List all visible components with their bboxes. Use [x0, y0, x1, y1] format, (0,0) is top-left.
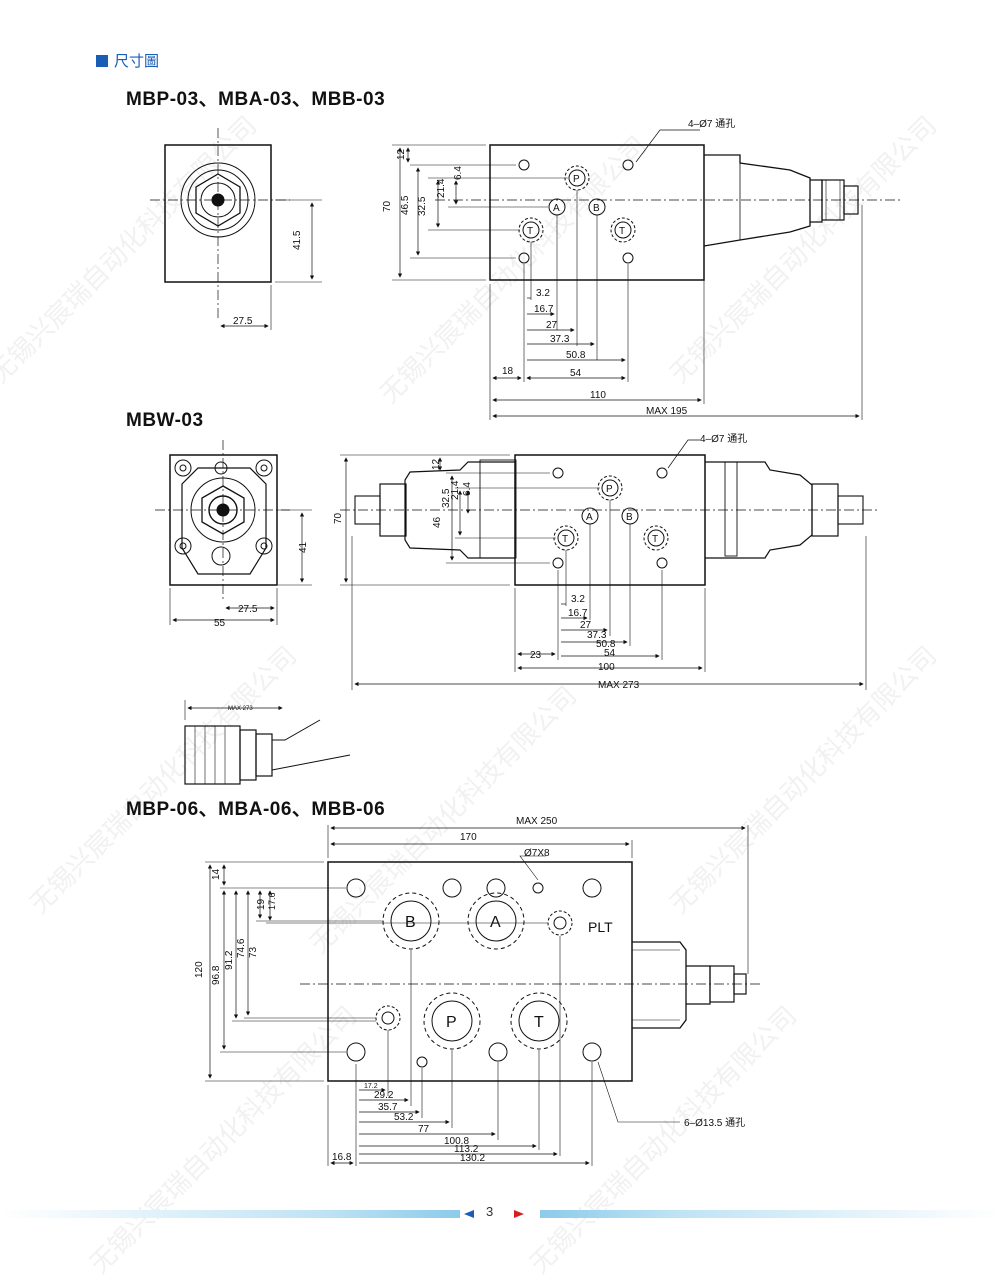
- port-label: T: [619, 226, 625, 237]
- holes-label: 6–Ø13.5 通孔: [684, 1117, 745, 1129]
- page-number: 3: [486, 1204, 494, 1219]
- dim-label: 27.5: [233, 316, 253, 327]
- dim-label: 50.8: [596, 639, 616, 650]
- dim-label: 23: [530, 650, 542, 661]
- dim-label: 17.2: [364, 1083, 378, 1090]
- holes-label: 4–Ø7 通孔: [688, 118, 735, 130]
- port-label: B: [626, 512, 633, 523]
- dim-label: MAX 273: [228, 706, 253, 712]
- dim-label: 100: [598, 662, 615, 673]
- section-title-03: MBP-03、MBA-03、MBB-03: [126, 89, 386, 110]
- drawing-mbw03: [155, 439, 880, 785]
- drawing-mbp03: [150, 128, 900, 420]
- dim-label: 46.5: [400, 195, 411, 215]
- dim-label: MAX 273: [598, 680, 640, 691]
- dim-label: 91.2: [224, 950, 235, 970]
- square-bullet-icon: [96, 54, 108, 67]
- dim-label: 41.5: [292, 230, 303, 250]
- dim-label: 37.3: [550, 334, 570, 345]
- port-label: T: [534, 1014, 544, 1031]
- dim-label: 100.8: [444, 1136, 469, 1147]
- dim-label: 12: [431, 458, 442, 470]
- port-label: P: [573, 174, 580, 185]
- port-label: B: [593, 203, 600, 214]
- dim-label: 35.7: [378, 1102, 398, 1113]
- dim-label: 41: [298, 541, 309, 553]
- dim-label: 16.7: [568, 608, 588, 619]
- dim-label: 70: [382, 200, 393, 212]
- dim-label: 55: [214, 618, 226, 629]
- dim-label: 19: [256, 898, 267, 910]
- dim-label: 120: [194, 961, 205, 978]
- dim-label: 46: [432, 516, 443, 528]
- dim-label: 21.4: [436, 178, 447, 198]
- port-label: A: [553, 203, 560, 214]
- dim-label: 130.2: [460, 1153, 485, 1164]
- dim-label: 17.6: [267, 892, 277, 910]
- port-label: T: [652, 534, 658, 545]
- dim-label: MAX 195: [646, 406, 688, 417]
- dim-label: 70: [333, 512, 344, 524]
- triangle-left-icon: [464, 1210, 474, 1218]
- dim-label: 37.3: [587, 630, 607, 641]
- dim-label: 50.8: [566, 350, 586, 361]
- dim-label: 54: [604, 648, 616, 659]
- plt-label: PLT: [588, 919, 613, 935]
- dim-label: 27.5: [238, 604, 258, 615]
- dim-label: 32.5: [417, 196, 428, 216]
- dim-label: 96.8: [211, 965, 222, 985]
- footer-bar-left: [0, 1210, 460, 1218]
- port-label: P: [446, 1014, 457, 1031]
- dim-label: 3.2: [536, 288, 550, 299]
- dim-label: 170: [460, 832, 477, 843]
- port-label: T: [562, 534, 568, 545]
- dim-label: 54: [570, 368, 582, 379]
- dim-label: 14: [211, 868, 222, 880]
- dim-label: 53.2: [394, 1112, 414, 1123]
- footer-bar-right: [540, 1210, 1000, 1218]
- dim-label: 110: [590, 390, 606, 401]
- section-title-mbw: MBW-03: [126, 410, 204, 431]
- dim-label: MAX 250: [516, 816, 558, 827]
- page-footer: 3: [0, 1200, 1000, 1224]
- drawing-mbp06: [205, 825, 760, 1166]
- dim-label: 21.4: [450, 480, 461, 500]
- dim-label: 3.2: [571, 594, 585, 605]
- dim-label: 74.6: [236, 938, 247, 958]
- port-label: A: [490, 914, 501, 931]
- holes-label: 4–Ø7 通孔: [700, 433, 747, 445]
- dim-label: 18: [502, 366, 514, 377]
- dim-label: 27: [580, 620, 592, 631]
- port-label: T: [527, 226, 533, 237]
- section-header: 尺寸圖: [96, 50, 159, 71]
- header-title: 尺寸圖: [114, 53, 160, 70]
- port-label: A: [586, 512, 593, 523]
- dim-label: 32.5: [441, 488, 452, 508]
- port-label: P: [606, 484, 613, 495]
- port-label: B: [405, 914, 416, 931]
- dim-label: 29.2: [374, 1090, 394, 1101]
- dim-label: 113.2: [454, 1144, 479, 1155]
- triangle-right-icon: [514, 1210, 524, 1218]
- dim-label: 27: [546, 320, 558, 331]
- dim-label: 73: [248, 946, 259, 958]
- section-title-06: MBP-06、MBA-06、MBB-06: [126, 799, 386, 820]
- dim-label: 77: [418, 1124, 430, 1135]
- dim-label: Ø7X8: [524, 848, 550, 859]
- dim-label: 16.7: [534, 304, 554, 315]
- dim-label: 6.4: [453, 166, 464, 180]
- dim-label: 6.4: [462, 482, 473, 496]
- dim-label: 16.8: [332, 1152, 352, 1163]
- dim-label: 12: [396, 148, 407, 160]
